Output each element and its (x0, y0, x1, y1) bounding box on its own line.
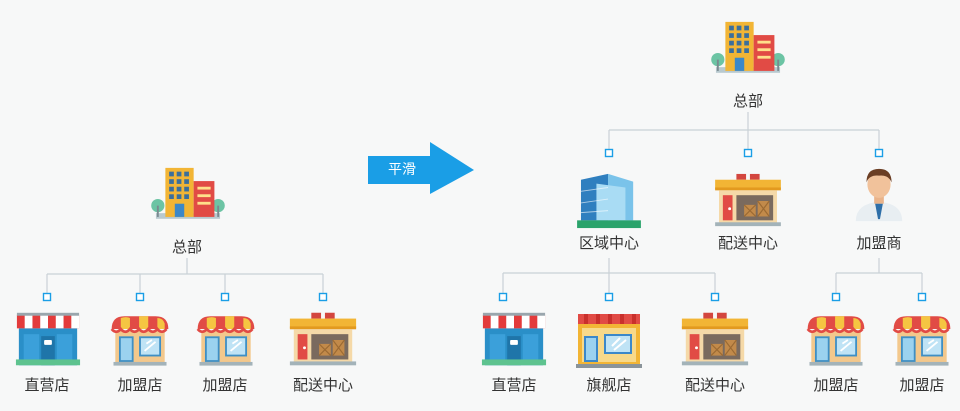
right-level1-label: 配送中心 (717, 234, 778, 252)
franchise-store-icon (806, 314, 866, 368)
right-level2-label: 直营店 (491, 376, 537, 394)
left-tree-node-boxes (42, 292, 328, 302)
direct-store-icon (481, 312, 547, 366)
left-child-label: 加盟店 (202, 376, 248, 394)
right-level2-label: 旗舰店 (586, 376, 632, 394)
right-root-label: 总部 (732, 92, 763, 110)
right-tree-node-boxes (498, 148, 927, 302)
left-child-label: 配送中心 (292, 376, 353, 394)
right-tree-connectors (502, 112, 923, 293)
right-level1-label: 加盟商 (856, 234, 902, 252)
office-building-icon (711, 21, 785, 73)
arrow-label: 平滑 (388, 162, 416, 178)
franchise-store-icon (196, 314, 256, 368)
regional-center-icon (576, 173, 642, 229)
distribution-warehouse-icon (289, 312, 357, 366)
left-child-label: 加盟店 (117, 376, 163, 394)
direct-store-icon (15, 312, 81, 366)
right-level1-label: 区域中心 (578, 234, 639, 252)
right-level2-label: 配送中心 (684, 376, 745, 394)
transition-arrow (368, 142, 474, 194)
left-tree-connectors (46, 258, 324, 294)
right-level2-label: 加盟店 (899, 376, 945, 394)
office-building-icon (151, 167, 225, 219)
left-child-label: 直营店 (24, 376, 70, 394)
franchise-store-icon (892, 314, 952, 368)
left-root-label: 总部 (171, 238, 202, 256)
franchise-store-icon (110, 314, 170, 368)
franchisee-person-icon (855, 168, 903, 222)
distribution-warehouse-icon (681, 312, 749, 366)
right-level2-label: 加盟店 (813, 376, 859, 394)
distribution-warehouse-icon (714, 173, 782, 227)
flagship-store-icon (575, 313, 643, 369)
